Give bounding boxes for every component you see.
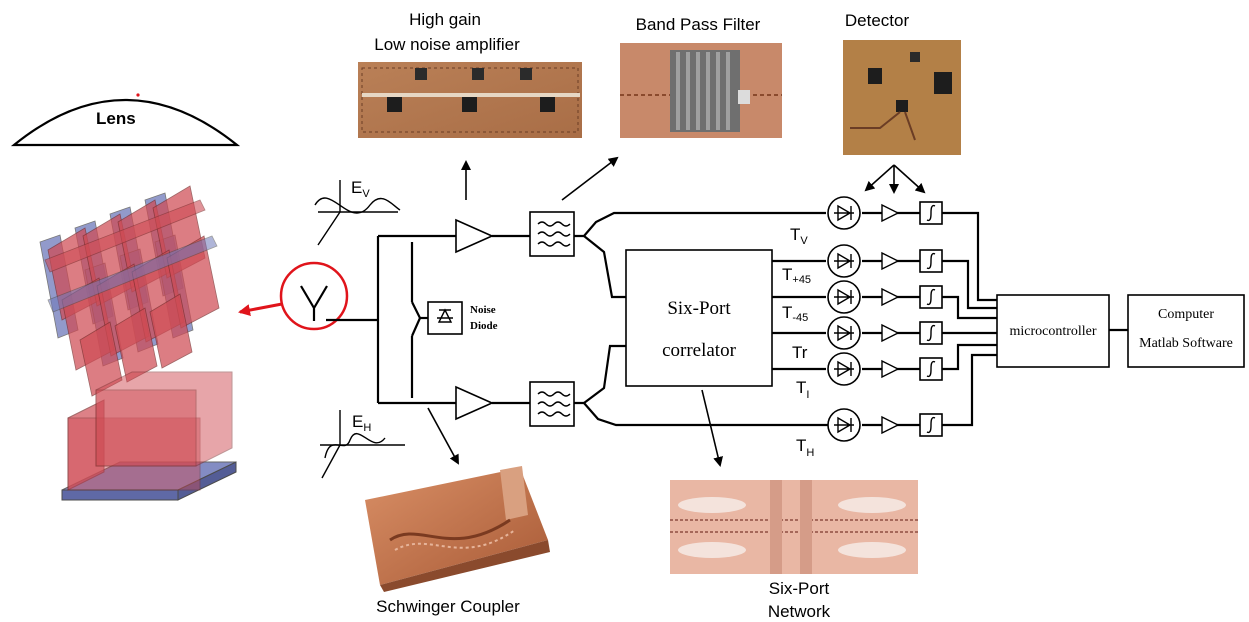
lna-amplifier-bottom	[456, 387, 492, 419]
video-amplifier-1	[882, 253, 898, 269]
detector-chains	[828, 197, 942, 441]
output-label-t45p: T+45	[782, 265, 811, 286]
bandpass-filter-top	[530, 212, 574, 256]
eh-label: EH	[352, 412, 371, 434]
microcontroller-label: microcontroller	[1009, 324, 1096, 339]
lens-label: Lens	[96, 109, 136, 128]
detector-label: Detector	[845, 11, 910, 30]
sixport-network-label-1: Six-Port	[769, 579, 830, 598]
lens-group: Lens	[14, 93, 237, 145]
lna-label-2: Low noise amplifier	[374, 35, 520, 54]
schwinger-coupler-photo	[365, 466, 550, 592]
antenna-array-3d	[40, 186, 236, 500]
ev-label: EV	[351, 178, 370, 200]
computer-box	[1128, 295, 1244, 367]
computer-label-1: Computer	[1158, 307, 1214, 322]
bpf-pointer-arrow	[562, 158, 617, 200]
schwinger-label: Schwinger Coupler	[376, 597, 520, 616]
network-pointer-arrow	[702, 390, 720, 465]
video-amplifier-3	[882, 325, 898, 341]
output-label-ti: TI	[796, 378, 809, 401]
output-label-t45m: T-45	[782, 303, 808, 324]
sixport-network-label-2: Network	[768, 602, 831, 621]
detector-photo	[843, 40, 961, 155]
sixport-network-photo	[670, 480, 918, 574]
lna-amplifier-top	[456, 220, 492, 252]
lna-label-1: High gain	[409, 10, 481, 29]
bandpass-filter-bottom	[530, 382, 574, 426]
output-label-th: TH	[796, 436, 814, 459]
array-pointer-arrow	[240, 304, 282, 312]
lna-photo	[358, 62, 582, 138]
antenna-icon	[301, 286, 327, 321]
computer-label-2: Matlab Software	[1139, 336, 1233, 351]
output-label-tv: TV	[790, 225, 808, 247]
lens-dot	[136, 93, 139, 96]
video-amplifier-2	[882, 289, 898, 305]
video-amplifier-0	[882, 205, 898, 221]
noise-diode	[428, 302, 462, 334]
noise-diode-label-2: Diode	[470, 320, 498, 332]
bpf-label: Band Pass Filter	[636, 15, 761, 34]
detector-pointer-arrow-1	[866, 165, 894, 190]
sixport-correlator-label-2: correlator	[662, 340, 737, 361]
schwinger-pointer-arrow	[428, 408, 458, 463]
noise-diode-label-1: Noise	[470, 304, 496, 316]
video-amplifier-4	[882, 361, 898, 377]
bpf-photo	[620, 43, 782, 138]
video-amplifier-5	[882, 417, 898, 433]
output-label-tr: Tr	[792, 343, 808, 362]
detector-pointer-arrow-3	[894, 165, 924, 192]
sixport-correlator-label-1: Six-Port	[667, 298, 731, 319]
